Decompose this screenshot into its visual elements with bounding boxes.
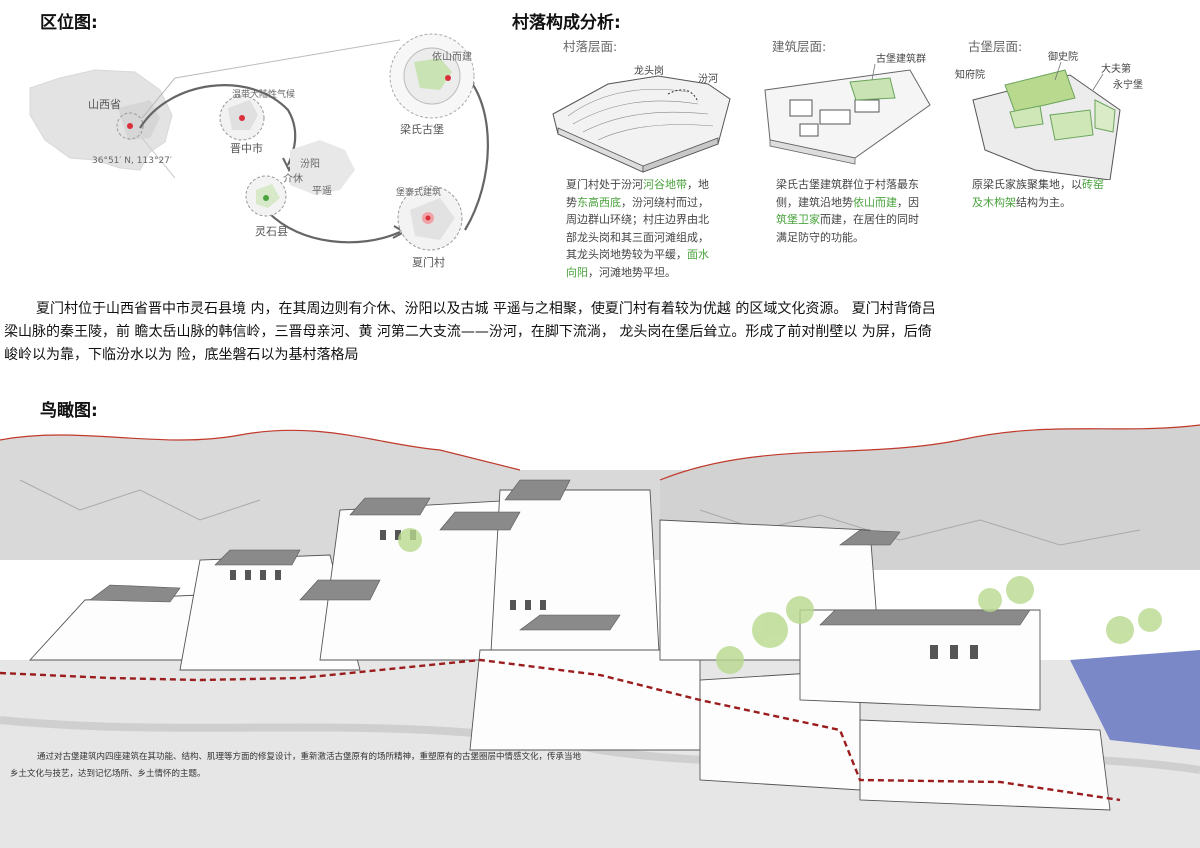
aerial-caption-1: 通过对古堡建筑内四座建筑在其功能、结构、肌理等方面的修复设计，重新激活古堡原有的…	[37, 752, 582, 762]
desc-text: 周边群山环绕；村庄边界由北	[566, 213, 709, 226]
desc-line: 及木构架结构为主。	[972, 194, 1104, 212]
tag-yushiyuan: 御史院	[1048, 50, 1078, 63]
desc-text: ，地	[687, 178, 709, 191]
desc-line: 原梁氏家族聚集地，以砖窑	[972, 176, 1104, 194]
desc-text: 夏门村处于汾河	[566, 178, 643, 191]
tag-dafudi: 大夫第	[1101, 62, 1131, 75]
highlight-text: 依山而建	[853, 195, 897, 209]
tag-zhifuyuan: 知府院	[955, 68, 985, 81]
desc-text: 原梁氏家族聚集地，以	[972, 178, 1082, 191]
label-pingyao: 平遥	[312, 184, 332, 197]
label-lingshi: 灵石县	[255, 225, 288, 238]
building-model: 古堡建筑群	[764, 52, 931, 165]
desc-line: 周边群山环绕；村庄边界由北	[566, 211, 709, 229]
desc-text: 满足防守的功能。	[776, 230, 864, 244]
label-climate: 温带大陆性气候	[232, 88, 295, 100]
highlight-text: 砖窑	[1082, 178, 1104, 191]
desc-text: ，汾河绕村而过，	[621, 195, 709, 209]
desc-line: 其龙头岗地势较为平缓，面水	[566, 246, 709, 264]
label-liangshi: 梁氏古堡	[400, 122, 444, 136]
intro-line-2: 梁山脉的秦王陵，前 瞻太岳山脉的韩信岭，三晋母亲河、黄 河第二大支流——汾河，在…	[4, 324, 932, 340]
desc-line: 部龙头岗和其三面河滩组成，	[566, 229, 709, 247]
desc-line: 侧，建筑沿地势依山而建，因	[776, 194, 919, 212]
desc-line: 梁氏古堡建筑群位于村落最东	[776, 176, 919, 194]
desc-text: 其龙头岗地势较为平缓，	[566, 248, 687, 261]
panel-building-desc: 梁氏古堡建筑群位于村落最东侧，建筑沿地势依山而建，因筑堡卫家而建，在居住的同时满…	[776, 176, 919, 246]
panel-building-heading: 建筑层面:	[772, 39, 827, 54]
tag-longtougang: 龙头岗	[634, 64, 664, 77]
panel-village-heading: 村落层面:	[563, 39, 618, 54]
desc-text: 梁氏古堡建筑群位于村落最东	[776, 178, 919, 191]
highlight-text: 及木构架	[972, 195, 1016, 209]
intro-line-3: 峻岭以为靠，下临汾水以为 险，底坐磐石以为基村落格局	[4, 347, 359, 363]
tag-gubao-group: 古堡建筑群	[876, 52, 926, 65]
panel-castle-heading: 古堡层面:	[968, 39, 1023, 54]
desc-text: 侧，建筑沿地势	[776, 195, 853, 209]
desc-line: 筑堡卫家而建，在居住的同时	[776, 211, 919, 229]
analysis-title: 村落构成分析:	[512, 13, 621, 33]
desc-line: 向阳，河滩地势平坦。	[566, 264, 709, 282]
highlight-text: 河谷地带	[643, 178, 687, 191]
label-fenyang: 汾阳	[300, 158, 320, 170]
desc-text: 部龙头岗和其三面河滩组成，	[566, 230, 709, 244]
terrain-model: 龙头岗 汾河	[552, 64, 731, 173]
desc-line: 势东高西底，汾河绕村而过，	[566, 194, 709, 212]
desc-text: 势	[566, 195, 577, 209]
castle-plan: 御史院 知府院 大夫第 永宁堡	[955, 50, 1143, 180]
intro-line-1: 夏门村位于山西省晋中市灵石县境 内，在其周边则有介休、汾阳以及古城 平遥与之相聚…	[36, 301, 936, 317]
label-xiamen: 夏门村	[412, 255, 445, 269]
desc-text: 结构为主。	[1016, 195, 1071, 209]
label-jiexiu: 介休	[283, 173, 303, 185]
aerial-caption-2: 乡土文化与技艺，达到记忆场所、乡土情怀的主题。	[10, 769, 206, 779]
location-title: 区位图:	[40, 13, 98, 33]
highlight-text: 向阳	[566, 265, 588, 279]
desc-text: ，河滩地势平坦。	[588, 265, 676, 279]
highlight-text: 东高西底	[577, 195, 621, 209]
location-map: 山西省 36°51′ N, 113°27′ 温带大陆性气候 晋中市 汾阳 介休 …	[29, 33, 489, 269]
label-coords: 36°51′ N, 113°27′	[92, 156, 172, 166]
label-jinzhong: 晋中市	[230, 141, 263, 155]
aerial-title: 鸟瞰图:	[40, 401, 98, 421]
desc-line: 满足防守的功能。	[776, 229, 919, 247]
tag-fenhe: 汾河	[698, 73, 718, 85]
panel-village-desc: 夏门村处于汾河河谷地带，地势东高西底，汾河绕村而过，周边群山环绕；村庄边界由北部…	[566, 176, 709, 281]
highlight-text: 面水	[687, 248, 709, 261]
desc-text: 而建，在居住的同时	[820, 213, 919, 226]
panel-castle-desc: 原梁氏家族聚集地，以砖窑及木构架结构为主。	[972, 176, 1104, 211]
desc-line: 夏门村处于汾河河谷地带，地	[566, 176, 709, 194]
label-yishan: 依山而建	[432, 50, 472, 63]
label-baozhai: 堡寨式建筑	[396, 186, 441, 198]
desc-text: ，因	[897, 195, 919, 209]
tag-yongningbao: 永宁堡	[1113, 78, 1143, 91]
highlight-text: 筑堡卫家	[776, 213, 820, 226]
label-shanxi: 山西省	[88, 98, 121, 111]
aerial-view	[0, 420, 1200, 848]
